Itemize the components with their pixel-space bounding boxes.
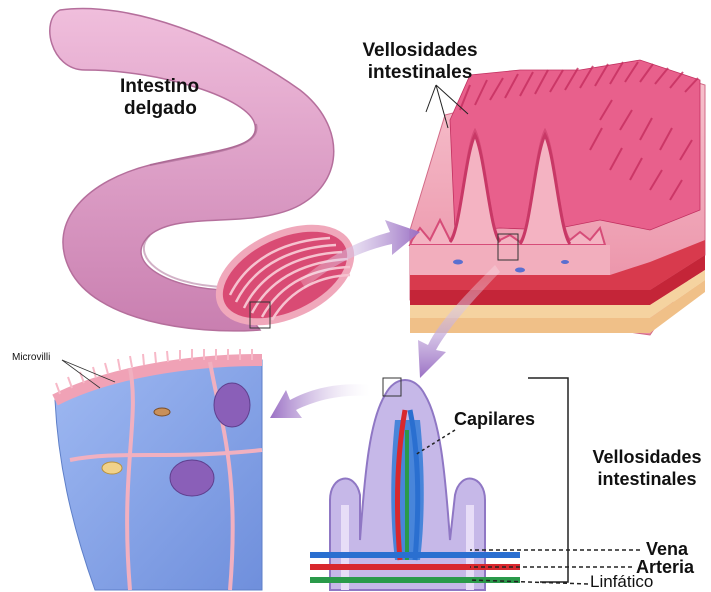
small-intestine-illustration	[50, 8, 366, 340]
label-small-intestine-line1: Intestino	[120, 76, 199, 98]
microvilli-cell-detail	[55, 349, 262, 590]
label-microvilli: Microvilli	[12, 352, 50, 363]
label-capillaries: Capilares	[454, 408, 535, 430]
label-villi-side-line1: Vellosidades	[586, 446, 708, 468]
label-small-intestine-line2: delgado	[120, 98, 199, 120]
label-villi-top: Vellosidades intestinales	[340, 40, 500, 84]
label-villi-top-line2: intestinales	[340, 62, 500, 84]
label-villi-top-line1: Vellosidades	[340, 40, 500, 62]
label-villi-side: Vellosidades intestinales	[586, 446, 708, 490]
label-lymphatic: Linfático	[590, 572, 653, 592]
label-small-intestine: Intestino delgado	[120, 76, 199, 120]
label-villi-side-line2: intestinales	[586, 468, 708, 490]
